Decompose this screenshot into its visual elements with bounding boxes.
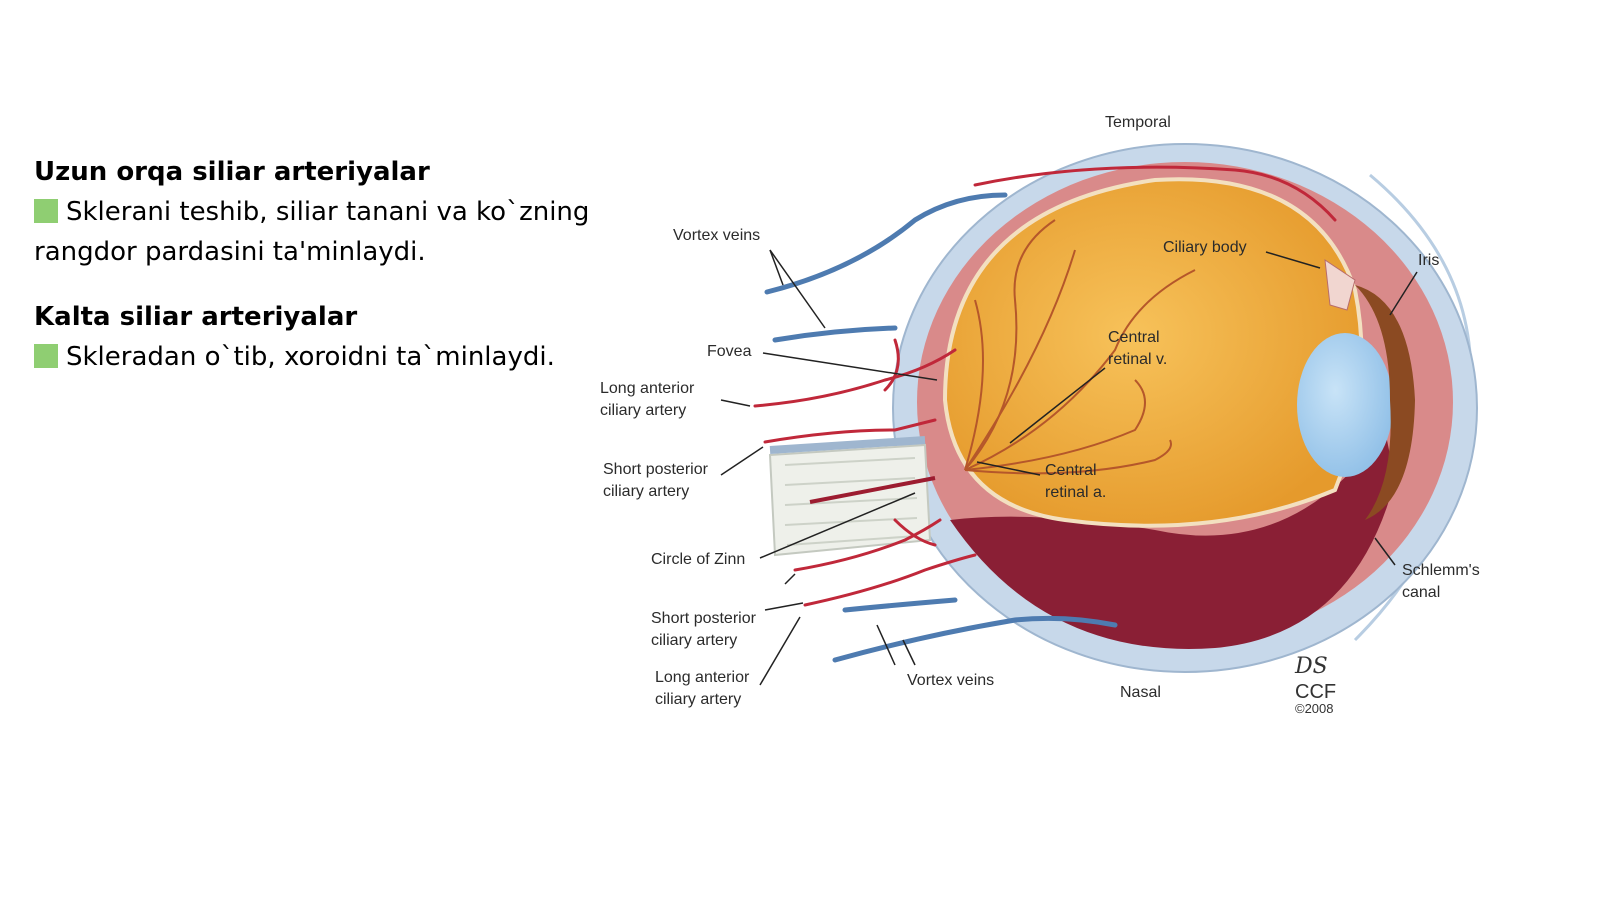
ccf-logo: CCF <box>1295 681 1336 703</box>
text-panel: Uzun orqa siliar arteriyalar Sklerani te… <box>34 152 634 377</box>
eye-cross-section-svg: Temporal Nasal Vortex veins Vortex veins… <box>595 100 1545 740</box>
square-bullet-icon <box>34 199 58 223</box>
label-nasal: Nasal <box>1120 684 1161 701</box>
label-long-anterior-bottom-1: Long anterior <box>655 669 750 686</box>
label-short-posterior-bottom-2: ciliary artery <box>651 632 737 649</box>
label-circle-of-zinn: Circle of Zinn <box>651 551 745 568</box>
section1-line2: rangdor pardasini ta'minlaydi. <box>34 237 426 267</box>
eye-anatomy-diagram: Temporal Nasal Vortex veins Vortex veins… <box>595 100 1545 740</box>
section2-text: Skleradan o`tib, xoroidni ta`minlaydi. <box>34 337 634 377</box>
section2-line1: Skleradan o`tib, xoroidni ta`minlaydi. <box>66 342 555 372</box>
label-central-retinal-a-1: Central <box>1045 462 1097 479</box>
copyright-text: ©2008 <box>1295 701 1334 716</box>
lens <box>1297 333 1393 477</box>
label-short-posterior-top-2: ciliary artery <box>603 483 689 500</box>
label-central-retinal-a-2: retinal a. <box>1045 484 1106 501</box>
artist-signature: DS <box>1294 654 1328 679</box>
label-ciliary-body: Ciliary body <box>1163 239 1247 256</box>
label-schlemms-canal-1: Schlemm's <box>1402 562 1480 579</box>
label-short-posterior-top-1: Short posterior <box>603 461 709 478</box>
section2-heading: Kalta siliar arteriyalar <box>34 297 634 337</box>
label-fovea: Fovea <box>707 343 752 360</box>
label-central-retinal-v-2: retinal v. <box>1108 351 1167 368</box>
label-long-anterior-top-1: Long anterior <box>600 380 695 397</box>
label-iris: Iris <box>1418 252 1439 269</box>
section1-line1: Sklerani teshib, siliar tanani va ko`zni… <box>66 197 589 227</box>
label-vortex-veins-bottom: Vortex veins <box>907 672 994 689</box>
section1-heading: Uzun orqa siliar arteriyalar <box>34 152 634 192</box>
label-short-posterior-bottom-1: Short posterior <box>651 610 757 627</box>
label-central-retinal-v-1: Central <box>1108 329 1160 346</box>
label-long-anterior-top-2: ciliary artery <box>600 402 686 419</box>
label-long-anterior-bottom-2: ciliary artery <box>655 691 741 708</box>
label-vortex-veins-top: Vortex veins <box>673 227 760 244</box>
section1-text: Sklerani teshib, siliar tanani va ko`zni… <box>34 192 634 272</box>
label-temporal: Temporal <box>1105 114 1171 131</box>
square-bullet-icon <box>34 344 58 368</box>
label-schlemms-canal-2: canal <box>1402 584 1440 601</box>
